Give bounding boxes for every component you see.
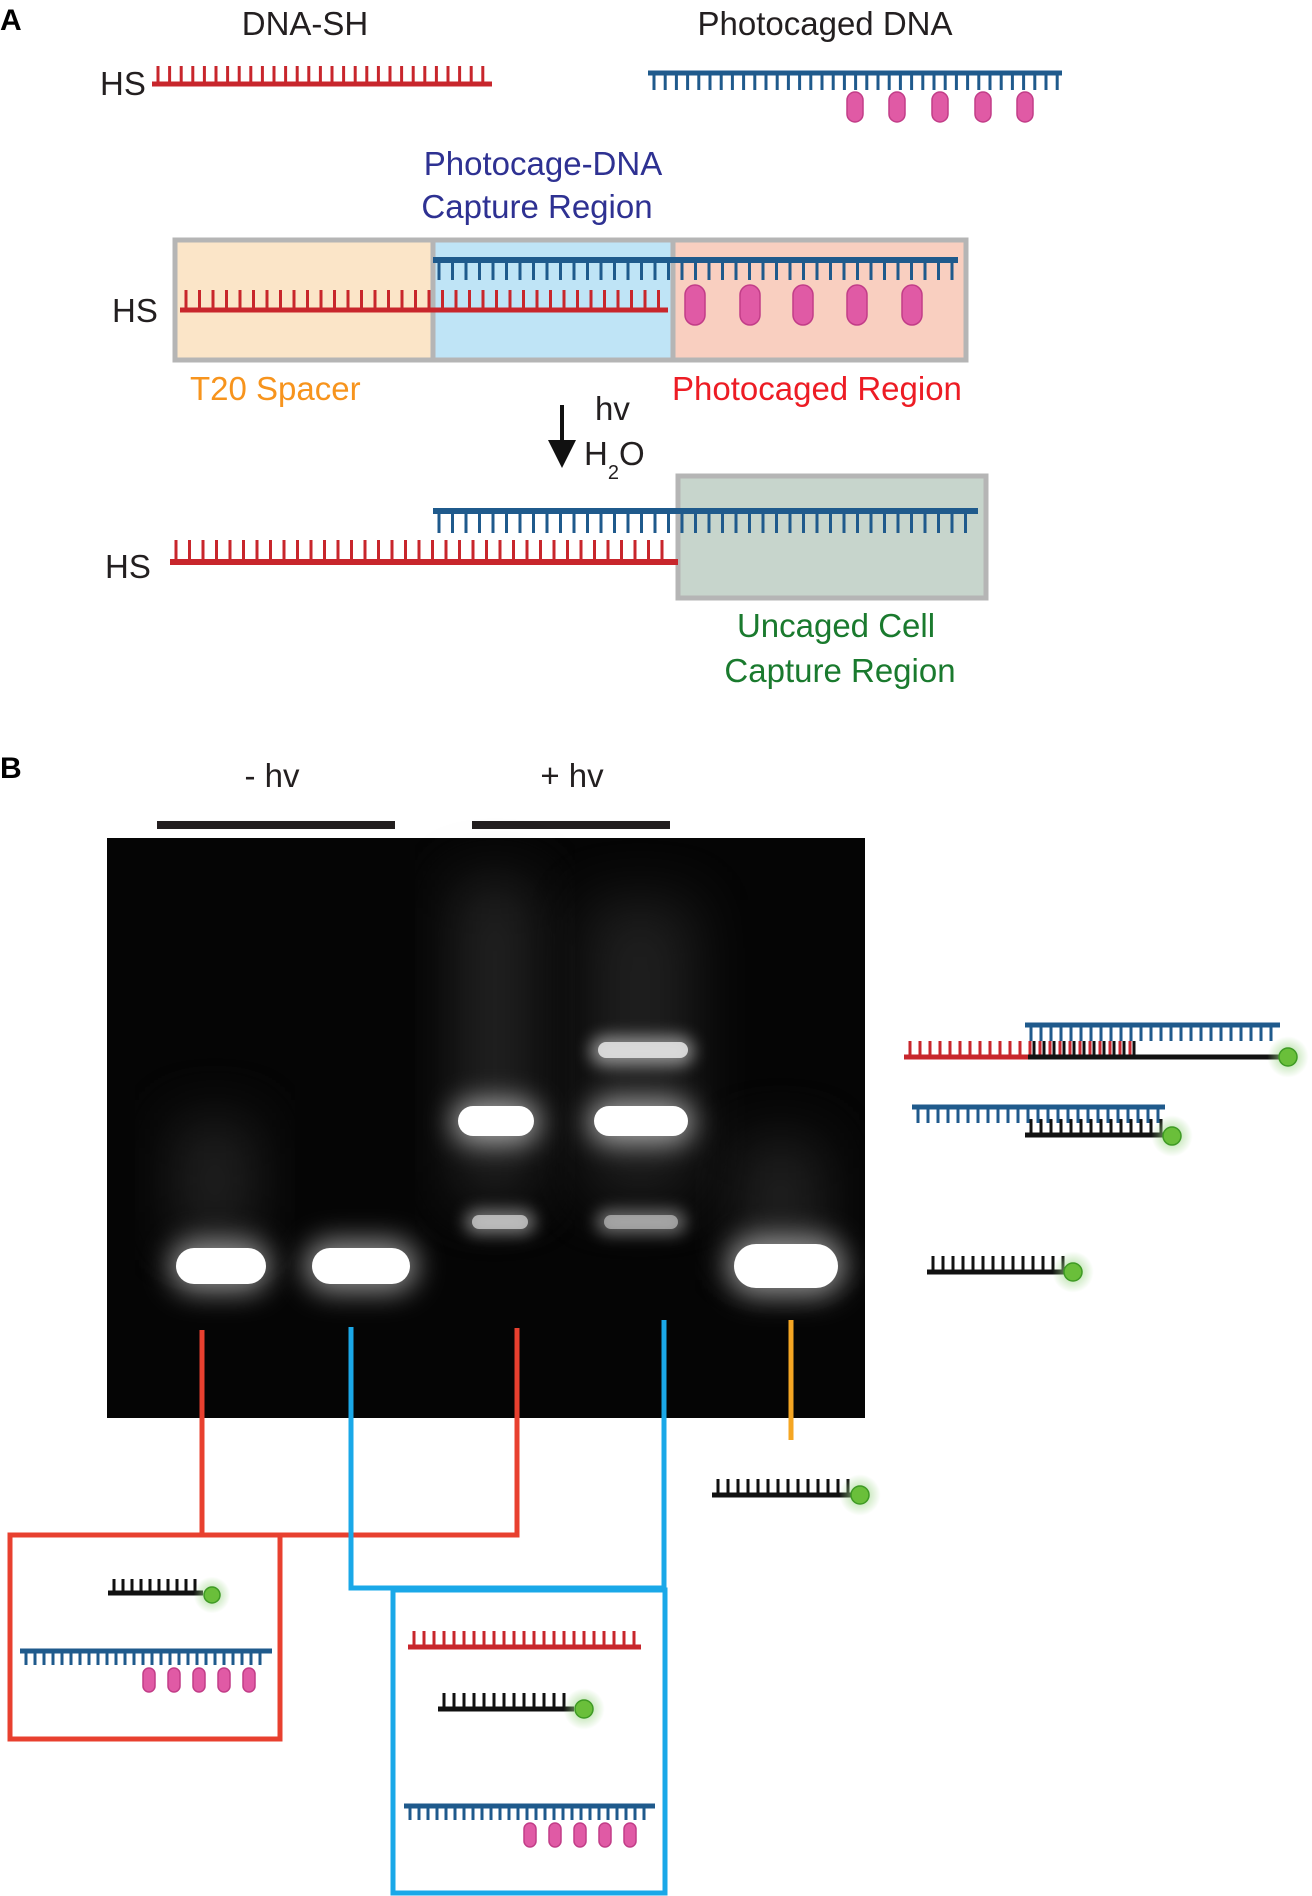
hs-label-middle: HS bbox=[112, 292, 158, 329]
photocage-group bbox=[217, 1667, 231, 1693]
dna-strand bbox=[1028, 1041, 1140, 1060]
fluorophore-icon bbox=[1063, 1262, 1083, 1282]
red-connector-lines bbox=[199, 1328, 520, 1538]
dna-strand bbox=[438, 1693, 574, 1712]
fluorophore-icon bbox=[850, 1485, 870, 1505]
hv-label: hv bbox=[595, 390, 630, 427]
photocage-group bbox=[598, 1822, 612, 1848]
dna-strand bbox=[408, 1631, 641, 1650]
dna-strand bbox=[170, 540, 678, 565]
dna-strand bbox=[912, 1104, 1165, 1123]
dna-strand bbox=[108, 1579, 203, 1596]
h2o-o: O bbox=[619, 435, 645, 472]
dna-strand bbox=[712, 1479, 855, 1498]
dna-strand bbox=[648, 70, 1062, 90]
gel-band bbox=[727, 1236, 845, 1296]
down-arrow-icon bbox=[548, 405, 576, 468]
legend-strands bbox=[20, 1022, 1309, 1848]
capture-region-label-line1: Photocage-DNA bbox=[424, 145, 662, 182]
photocage-group bbox=[242, 1667, 256, 1693]
photocage-group bbox=[142, 1667, 156, 1693]
dna-sh-label: DNA-SH bbox=[242, 5, 369, 42]
gel-band bbox=[590, 1036, 694, 1066]
photocaged-region-label: Photocaged Region bbox=[672, 370, 962, 407]
h2o-subscript: 2 bbox=[608, 462, 619, 484]
photocage-group bbox=[739, 284, 761, 326]
photocage-group bbox=[167, 1667, 181, 1693]
photocage-group bbox=[931, 91, 949, 123]
photocage-group bbox=[192, 1667, 206, 1693]
photocage-group bbox=[1016, 91, 1034, 123]
dna-strand bbox=[1025, 1119, 1165, 1138]
photocaged-dna-strand bbox=[648, 70, 1062, 123]
dna-strand bbox=[404, 1803, 655, 1820]
fluorophore-icon bbox=[574, 1699, 594, 1719]
photocage-group bbox=[792, 284, 814, 326]
dna-strand bbox=[1025, 1022, 1280, 1041]
gel-band bbox=[452, 1100, 540, 1144]
blue-legend-box bbox=[390, 1587, 668, 1896]
hybridized-construct-strands bbox=[180, 257, 958, 326]
fluorophore-icon bbox=[203, 1586, 221, 1604]
gel-band bbox=[305, 1240, 417, 1292]
photocage-group bbox=[846, 91, 864, 123]
h2o-label: H2O bbox=[584, 435, 645, 484]
panel-b-letter: B bbox=[0, 752, 22, 785]
dna-strand bbox=[927, 1256, 1070, 1275]
gel-band bbox=[596, 1210, 686, 1234]
t20-spacer-box bbox=[172, 237, 436, 363]
capture-region-label-line2: Capture Region bbox=[421, 188, 652, 225]
dna-strand bbox=[152, 66, 492, 87]
photocage-group bbox=[523, 1822, 537, 1848]
fluorophore-icon bbox=[1278, 1047, 1298, 1067]
hs-label-bottom: HS bbox=[105, 548, 151, 585]
photocage-group bbox=[623, 1822, 637, 1848]
gel-band bbox=[465, 1210, 535, 1234]
plus-hv-label: + hv bbox=[540, 757, 604, 794]
fluorophore-icon bbox=[1162, 1126, 1182, 1146]
h2o-h: H bbox=[584, 435, 608, 472]
photocage-group bbox=[846, 284, 868, 326]
photocage-group bbox=[573, 1822, 587, 1848]
uncaged-region-box bbox=[675, 473, 989, 601]
red-legend-box bbox=[7, 1532, 283, 1742]
dna-strand bbox=[433, 508, 978, 533]
dna-sh-strand bbox=[152, 66, 492, 87]
photocage-group bbox=[684, 284, 706, 326]
dna-strand bbox=[433, 257, 958, 280]
dna-strand bbox=[180, 290, 668, 313]
gel-band bbox=[588, 1100, 694, 1144]
hs-label-top: HS bbox=[100, 65, 146, 102]
gel-image bbox=[107, 838, 865, 1418]
uncaged-label-line2: Capture Region bbox=[724, 652, 955, 689]
gel-band bbox=[170, 1240, 270, 1292]
dna-strand bbox=[20, 1648, 272, 1665]
uncaged-product-strands bbox=[170, 508, 978, 565]
panel-a-letter: A bbox=[0, 4, 22, 37]
minus-hv-label: - hv bbox=[244, 757, 300, 794]
photocage-group bbox=[901, 284, 923, 326]
photocage-group bbox=[548, 1822, 562, 1848]
photocage-group bbox=[888, 91, 906, 123]
photocage-group bbox=[974, 91, 992, 123]
uncaged-label-line1: Uncaged Cell bbox=[737, 607, 935, 644]
photocaged-dna-label: Photocaged DNA bbox=[698, 5, 953, 42]
t20-spacer-label: T20 Spacer bbox=[190, 370, 361, 407]
